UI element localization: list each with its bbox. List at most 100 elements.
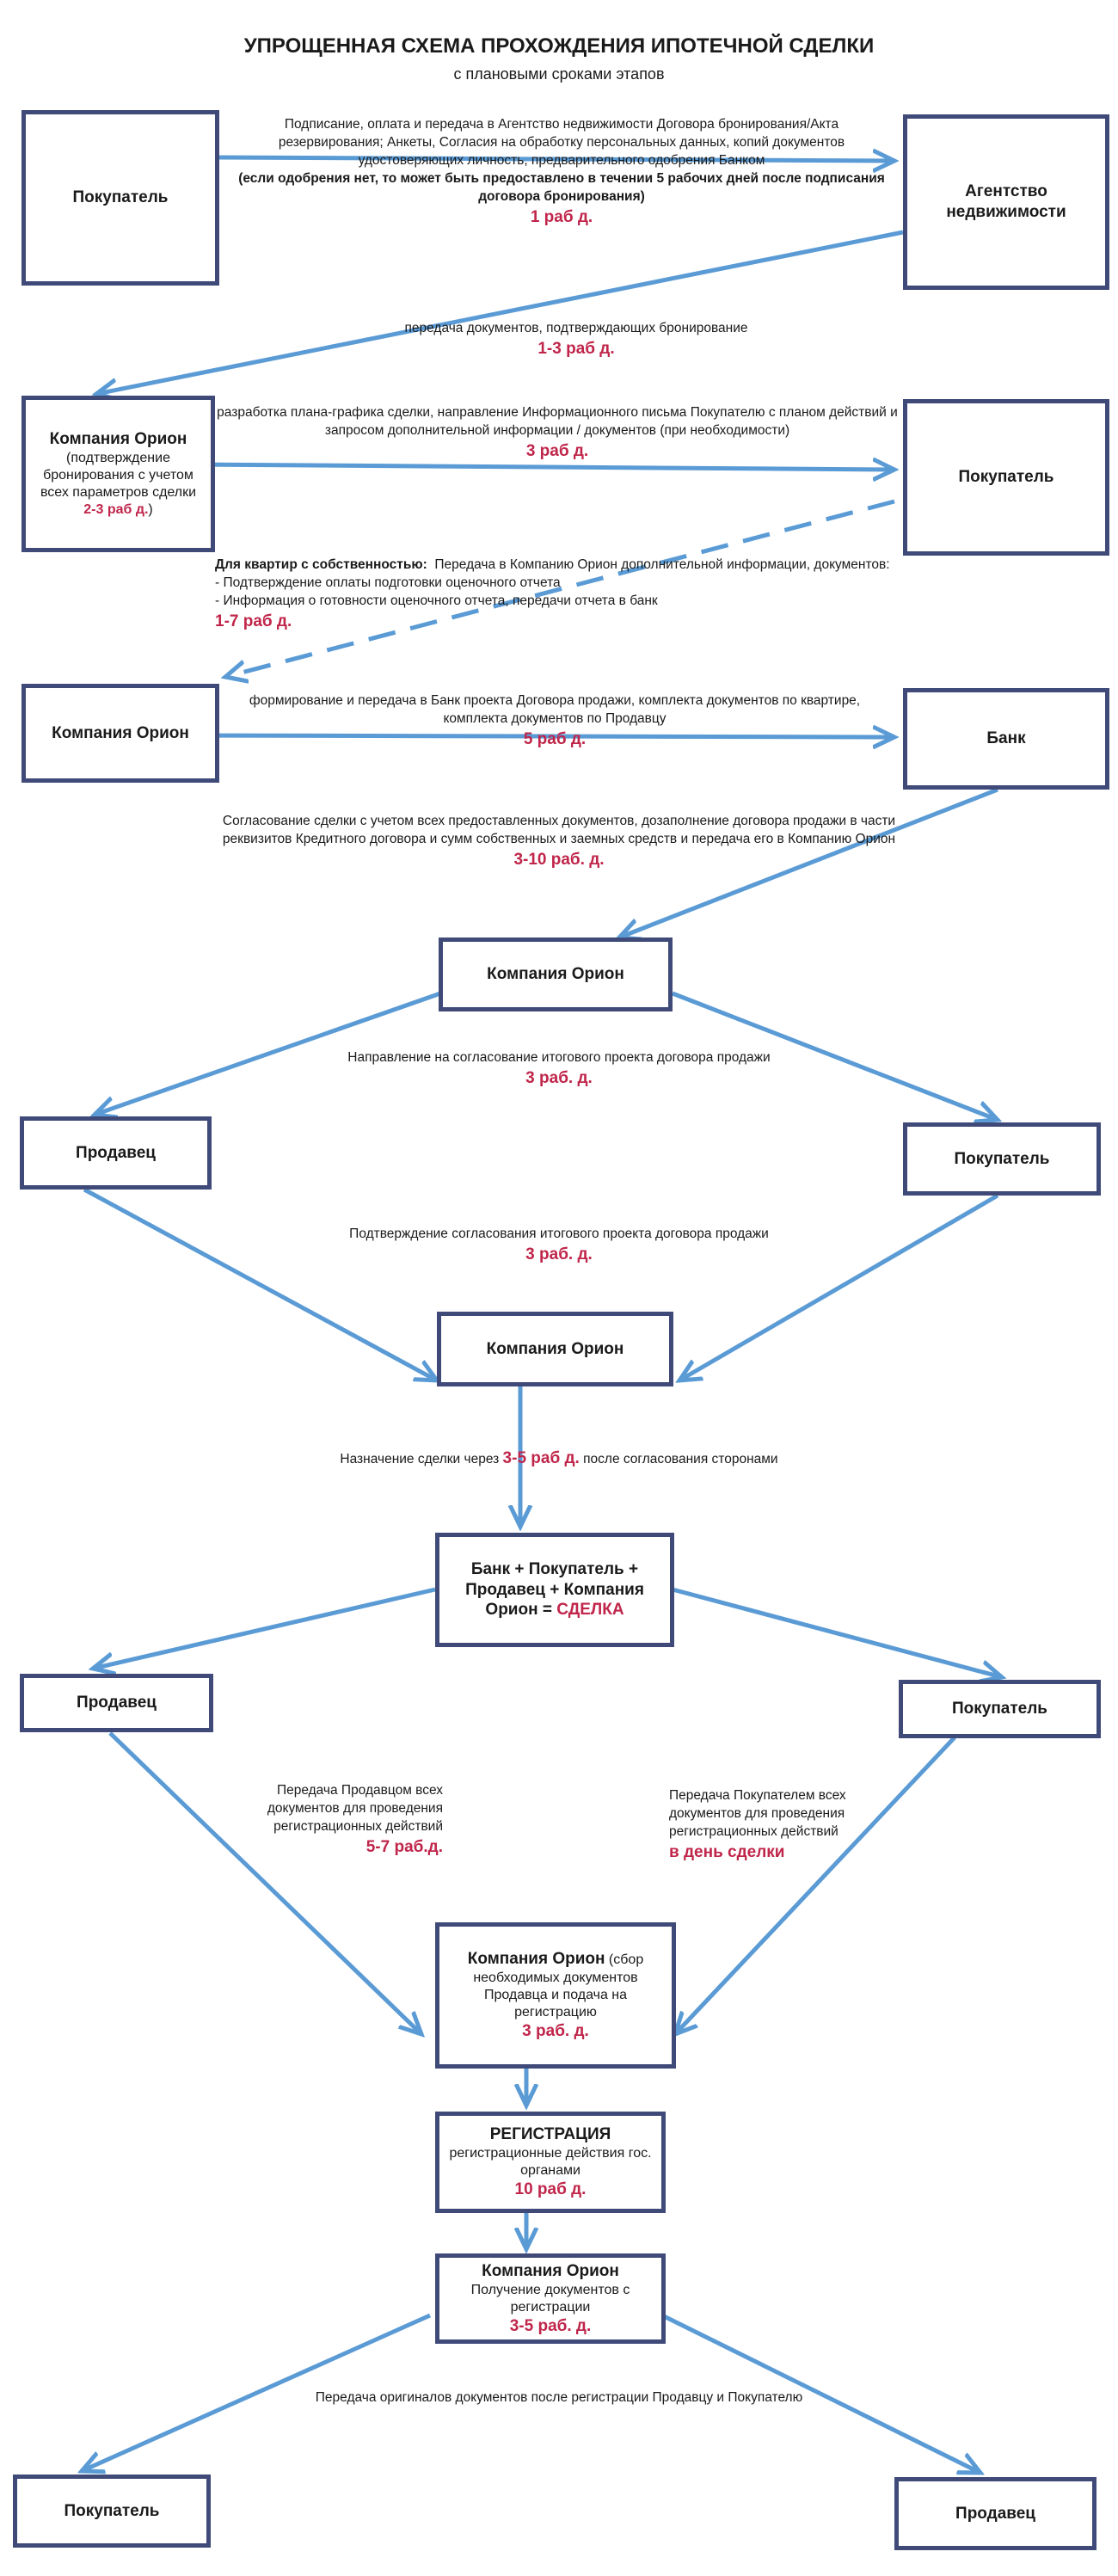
edge-5-label: формирование и передача в Банк проекта Д…: [236, 692, 873, 750]
node-buyer-2: Покупатель: [903, 399, 1109, 556]
node-buyer-5: Покупатель: [13, 2475, 211, 2548]
arrow-deal-to-seller: [93, 1587, 436, 1669]
node-agency-label: Агентство недвижимости: [946, 182, 1066, 221]
node-agency: Агентство недвижимости: [903, 114, 1109, 290]
node-registration-title: РЕГИСТРАЦИЯ: [489, 2125, 611, 2144]
edge-9-term: 3-5 раб д.: [502, 1449, 580, 1467]
node-orion-2-label: Компания Орион: [52, 723, 189, 742]
node-orion-3-label: Компания Орион: [487, 965, 624, 984]
node-orion-1-title: Компания Орион: [49, 430, 187, 449]
edge-7-label: Направление на согласование итогового пр…: [258, 1049, 860, 1090]
arrow-orion-to-seller: [95, 991, 441, 1115]
node-buyer-3-label: Покупатель: [954, 1149, 1050, 1168]
diagram-title: УПРОЩЕННАЯ СХЕМА ПРОХОЖДЕНИЯ ИПОТЕЧНОЙ С…: [243, 34, 875, 58]
edge-7-term: 3 раб. д.: [525, 1068, 593, 1087]
arrow-seller-to-orion: [83, 1187, 437, 1380]
arrow-orion-to-buyer-3: [672, 991, 998, 1120]
node-seller-1-label: Продавец: [76, 1143, 156, 1162]
arrow-seller-to-orion-5: [108, 1731, 421, 2034]
node-orion-1-note: (подтверждение бронирования с учетом все…: [40, 450, 197, 500]
node-seller-2-label: Продавец: [77, 1694, 157, 1712]
edge-3-term: 3 раб д.: [525, 441, 589, 460]
edge-5-text: формирование и передача в Банк проекта Д…: [249, 693, 861, 726]
edge-10-term: 5-7 раб.д.: [366, 1837, 443, 1856]
node-buyer-1: Покупатель: [22, 110, 219, 286]
node-orion-6-note: Получение документов с регистрации: [470, 2282, 630, 2315]
node-orion-5-title: Компания Орион: [467, 1950, 605, 1969]
node-orion-5: Компания Орион (сбор необходимых докумен…: [435, 1922, 676, 2069]
node-seller-3: Продавец: [894, 2477, 1096, 2550]
edge-8-label: Подтверждение согласования итогового про…: [258, 1226, 860, 1266]
node-deal: Банк + Покупатель + Продавец + Компания …: [435, 1533, 674, 1647]
arrow-agency-to-orion: [96, 230, 904, 394]
arrow-buyer-to-agency: [218, 157, 894, 161]
arrow-orion-to-buyer-5: [82, 2313, 432, 2471]
node-buyer-4-label: Покупатель: [951, 1700, 1047, 1718]
edge-9-label: Назначение сделки через 3-5 раб д. после…: [258, 1448, 860, 1470]
arrow-bank-to-orion: [619, 787, 998, 938]
edge-11-label: Передача Покупателем всех документов для…: [669, 1787, 893, 1863]
node-deal-text: Банк + Покупатель + Продавец + Компания …: [465, 1559, 644, 1620]
node-buyer-2-label: Покупатель: [958, 468, 1054, 487]
node-registration: РЕГИСТРАЦИЯ регистрационные действия гос…: [435, 2112, 666, 2213]
arrow-orion-to-seller-3: [660, 2313, 980, 2473]
node-bank-label: Банк: [986, 729, 1026, 748]
node-orion-6-title: Компания Орион: [482, 2261, 619, 2280]
edge-4-term: 1-7 раб д.: [215, 612, 292, 630]
arrow-orion-to-buyer: [193, 464, 894, 470]
edge-9-after: после согласования сторонами: [579, 1452, 778, 1466]
edge-1-label: Подписание, оплата и передача в Агентств…: [230, 116, 893, 228]
edge-4-item-2: - Информация о готовности оценочного отч…: [215, 593, 658, 608]
node-orion-4: Компания Орион: [437, 1312, 673, 1386]
node-buyer-4: Покупатель: [899, 1680, 1101, 1738]
node-buyer-1-label: Покупатель: [72, 188, 169, 207]
edge-10-label: Передача Продавцом всех документов для п…: [245, 1782, 443, 1858]
node-orion-6-term: 3-5 раб. д.: [509, 2316, 592, 2335]
edge-6-text: Согласование сделки с учетом всех предос…: [222, 814, 896, 846]
node-orion-2: Компания Орион: [22, 684, 219, 783]
edge-10-text: Передача Продавцом всех документов для п…: [267, 1783, 443, 1834]
node-orion-3: Компания Орион: [439, 938, 673, 1011]
arrow-buyer-to-orion-dashed: [225, 499, 895, 677]
arrow-orion-to-bank: [193, 735, 894, 737]
edge-1-bold: (если одобрения нет, то может быть предо…: [238, 170, 885, 204]
node-registration-term: 10 раб д.: [514, 2180, 587, 2198]
edge-8-term: 3 раб. д.: [525, 1245, 593, 1263]
edge-9-before: Назначение сделки через: [340, 1452, 503, 1466]
node-seller-2: Продавец: [20, 1674, 213, 1732]
edge-11-text: Передача Покупателем всех документов для…: [669, 1788, 846, 1839]
edge-1-term: 1 раб д.: [530, 207, 593, 226]
edge-8-text: Подтверждение согласования итогового про…: [349, 1227, 769, 1241]
edge-1-text: Подписание, оплата и передача в Агентств…: [278, 117, 845, 168]
node-orion-5-term: 3 раб. д.: [522, 2022, 589, 2040]
edge-2-text: передача документов, подтверждающих брон…: [404, 321, 748, 335]
edge-6-term: 3-10 раб. д.: [513, 850, 605, 869]
node-buyer-5-label: Покупатель: [64, 2501, 160, 2520]
node-bank: Банк: [903, 688, 1109, 790]
edge-5-term: 5 раб д.: [523, 729, 587, 748]
node-orion-1-term: 2-3 раб д.: [83, 501, 149, 517]
node-orion-1-close: ): [148, 501, 153, 517]
edge-4-text: Передача в Компанию Орион дополнительной…: [434, 557, 890, 572]
edge-4-bold: Для квартир с собственностью:: [215, 557, 427, 572]
node-orion-5-note: необходимых документов Продавца и подача…: [473, 1970, 638, 2020]
node-orion-1: Компания Орион (подтверждение бронирован…: [22, 396, 215, 552]
edge-11-term: в день сделки: [669, 1842, 785, 1861]
arrow-buyer-to-orion-5: [675, 1736, 956, 2034]
node-registration-note: регистрационные действия гос. органами: [449, 2146, 652, 2178]
diagram-subtitle: с плановыми сроками этапов: [453, 65, 665, 83]
node-orion-6: Компания Орион Получение документов с ре…: [435, 2253, 666, 2344]
edge-12-label: Передача оригиналов документов после рег…: [284, 2389, 834, 2407]
edge-6-label: Согласование сделки с учетом всех предос…: [219, 813, 899, 870]
edge-4-label: Для квартир с собственностью: Передача в…: [215, 556, 894, 632]
node-seller-1: Продавец: [20, 1116, 212, 1190]
arrow-deal-to-buyer: [672, 1587, 1002, 1677]
edge-7-text: Направление на согласование итогового пр…: [347, 1050, 771, 1065]
edge-12-text: Передача оригиналов документов после рег…: [315, 2390, 803, 2405]
edge-3-text: разработка плана-графика сделки, направл…: [217, 405, 898, 438]
node-orion-4-label: Компания Орион: [486, 1339, 624, 1358]
node-orion-5-note-inline: (сбор: [605, 1952, 644, 1968]
edge-2-label: передача документов, подтверждающих брон…: [318, 320, 834, 360]
